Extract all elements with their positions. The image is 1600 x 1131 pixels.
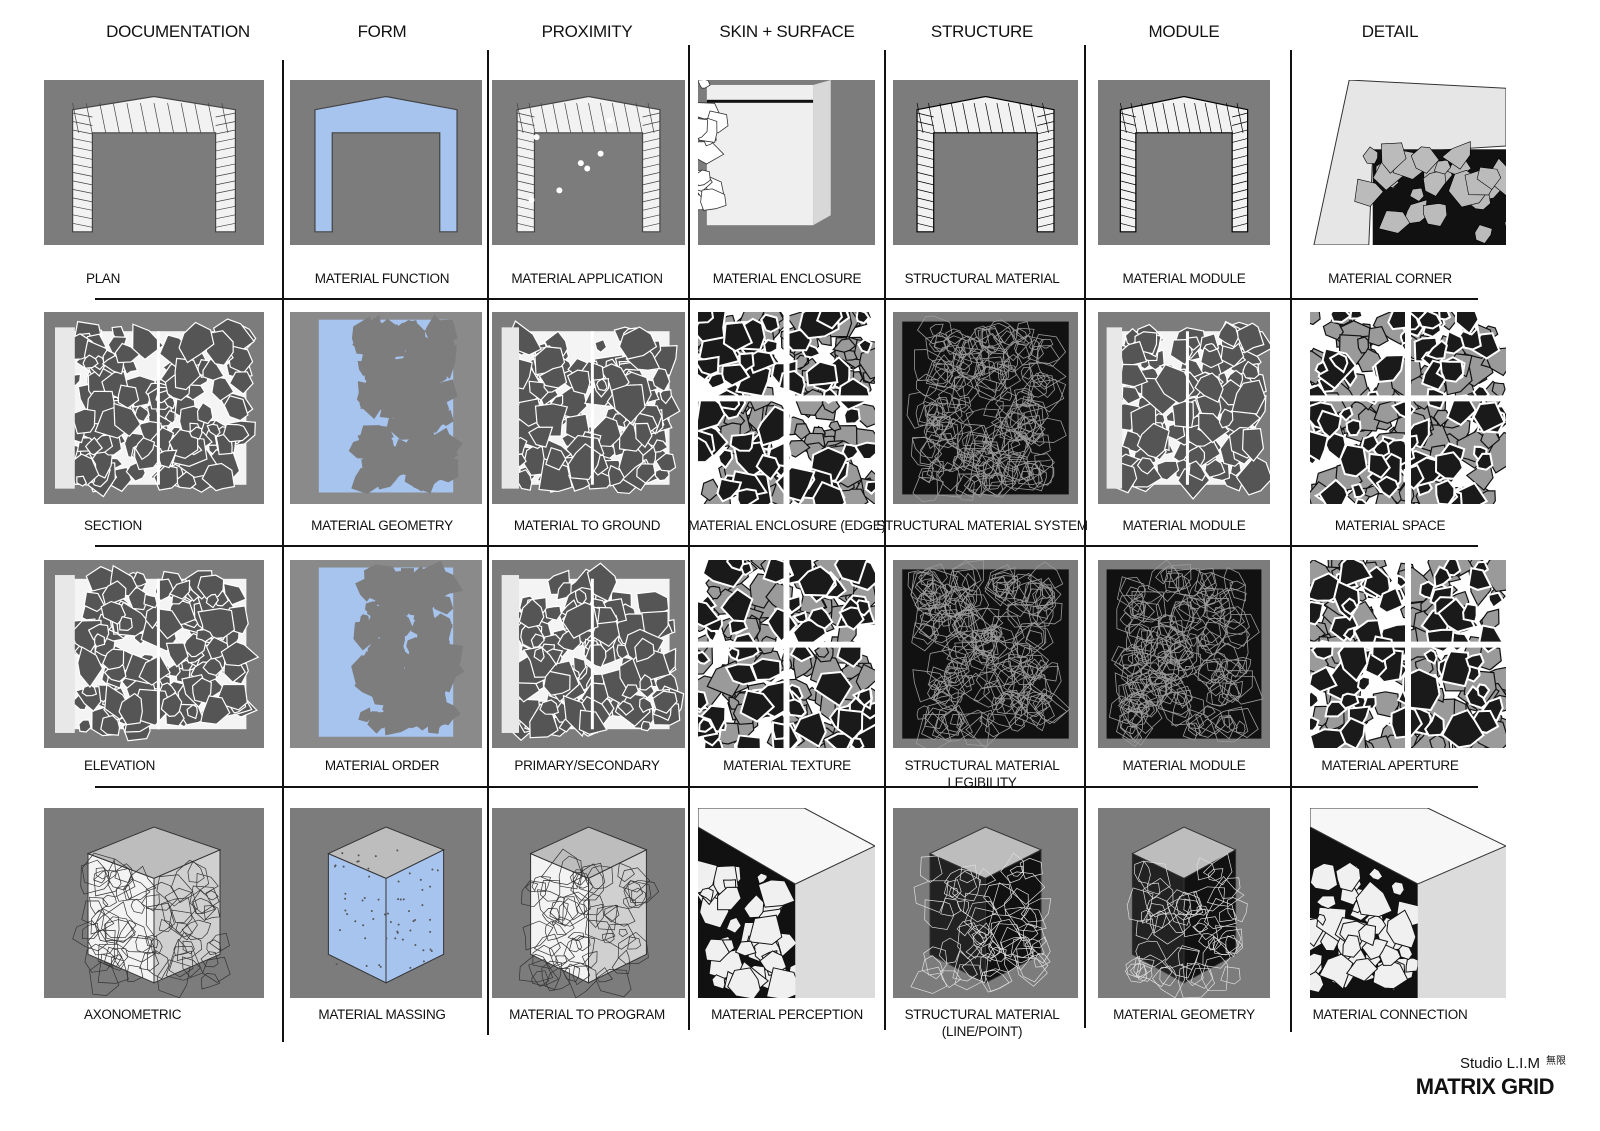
column-header: FORM (357, 22, 407, 41)
matrix-thumbnail (290, 808, 482, 998)
matrix-thumbnail (1310, 560, 1506, 748)
column-header: MODULE (1148, 22, 1220, 41)
cell-label: MATERIAL CONNECTION (1312, 1007, 1468, 1022)
matrix-thumbnail (492, 560, 685, 748)
matrix-thumbnail (893, 312, 1078, 504)
grid-divider (1290, 50, 1292, 1032)
cell-label: PLAN (86, 271, 121, 286)
matrix-thumbnail (698, 560, 875, 748)
column-header: DOCUMENTATION (106, 22, 250, 41)
matrix-thumbnail (492, 80, 685, 245)
grid-divider (487, 50, 489, 1035)
cell-label: MATERIAL CORNER (1328, 271, 1452, 286)
matrix-thumbnail (1310, 808, 1506, 998)
matrix-thumbnail (1310, 80, 1506, 245)
matrix-thumbnail (44, 80, 264, 245)
matrix-thumbnail (698, 808, 875, 998)
cell-label: MATERIAL APERTURE (1321, 758, 1459, 773)
studio-logo-icon: 無限 (1546, 1056, 1566, 1067)
matrix-thumbnail (290, 560, 482, 748)
matrix-thumbnail (44, 312, 264, 504)
matrix-thumbnail (492, 808, 685, 998)
cell-label: MATERIAL MODULE (1122, 518, 1246, 533)
grid-divider (95, 786, 1478, 788)
studio-name: Studio L.I.M (1459, 1055, 1540, 1072)
grid-divider (688, 45, 690, 1030)
cell-label: MATERIAL ENCLOSURE (712, 271, 862, 286)
matrix-thumbnail (1098, 808, 1270, 998)
column-header: STRUCTURE (930, 22, 1034, 41)
cell-label: MATERIAL MODULE (1122, 758, 1246, 773)
matrix-thumbnail (1098, 80, 1270, 245)
cell-label: MATERIAL GEOMETRY (1113, 1007, 1255, 1022)
column-header: DETAIL (1361, 22, 1419, 41)
matrix-thumbnail (290, 312, 482, 504)
cell-label: STRUCTURAL MATERIAL (LINE/POINT) (904, 1007, 1060, 1039)
column-header: PROXIMITY (541, 22, 633, 41)
cell-label: STRUCTURAL MATERIAL (904, 271, 1060, 286)
matrix-thumbnail (698, 312, 875, 504)
cell-label: MATERIAL TO GROUND (513, 518, 661, 533)
cell-label: MATERIAL MASSING (318, 1007, 446, 1022)
grid-divider (282, 60, 284, 1042)
grid-divider (1084, 45, 1086, 1028)
matrix-title: MATRIX GRID (1415, 1074, 1555, 1099)
matrix-thumbnail (893, 80, 1078, 245)
matrix-thumbnail (44, 808, 264, 998)
cell-label: MATERIAL APPLICATION (511, 271, 663, 286)
cell-label: STRUCTURAL MATERIAL SYSTEM (876, 518, 1088, 533)
matrix-thumbnail (1098, 560, 1270, 748)
matrix-thumbnail (1310, 312, 1506, 504)
cell-label: ELEVATION (84, 758, 156, 773)
cell-label: MATERIAL ENCLOSURE (EDGE) (688, 518, 886, 533)
matrix-thumbnail (1098, 312, 1270, 504)
cell-label: PRIMARY/SECONDARY (514, 758, 660, 773)
cell-label: MATERIAL MODULE (1122, 271, 1246, 286)
grid-divider (95, 298, 1478, 300)
matrix-thumbnail (893, 808, 1078, 998)
matrix-thumbnail (290, 80, 482, 245)
matrix-thumbnail (44, 560, 264, 748)
matrix-thumbnail (492, 312, 685, 504)
matrix-thumbnail (698, 80, 875, 245)
cell-label: SECTION (84, 518, 142, 533)
grid-divider (95, 545, 1478, 547)
cell-label: MATERIAL SPACE (1334, 518, 1446, 533)
cell-label: MATERIAL PERCEPTION (711, 1007, 863, 1022)
cell-label: MATERIAL TO PROGRAM (509, 1007, 665, 1022)
cell-label: AXONOMETRIC (84, 1007, 182, 1022)
cell-label: MATERIAL TEXTURE (723, 758, 851, 773)
cell-label: MATERIAL FUNCTION (314, 271, 450, 286)
grid-divider (884, 50, 886, 1030)
cell-label: STRUCTURAL MATERIAL LEGIBILITY (904, 758, 1060, 790)
matrix-thumbnail (893, 560, 1078, 748)
column-header: SKIN + SURFACE (719, 22, 855, 41)
cell-label: MATERIAL GEOMETRY (311, 518, 453, 533)
cell-label: MATERIAL ORDER (324, 758, 440, 773)
